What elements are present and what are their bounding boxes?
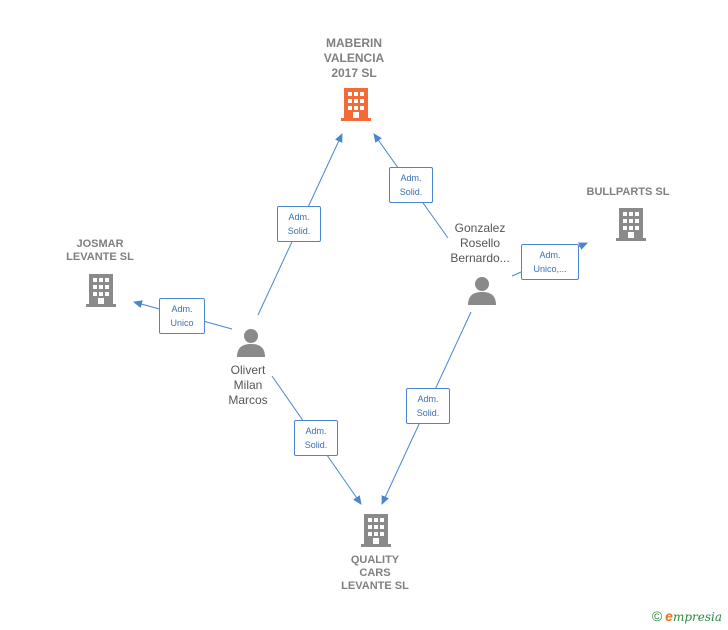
company-label-bullparts[interactable]: BULLPARTS SL [586,186,670,198]
footer-brand[interactable]: © empresia [652,608,722,624]
person-icon[interactable] [236,327,266,357]
brand-name: mpresia [672,610,722,624]
company-label-josmar[interactable]: JOSMAR LEVANTE SL [66,238,134,263]
building-icon[interactable] [340,86,372,122]
person-icon[interactable] [467,275,497,305]
role-box-olivert-quality[interactable]: Adm. Solid. [294,420,338,456]
copyright-symbol: © [651,608,663,624]
role-box-olivert-josmar[interactable]: Adm. Unico [159,298,205,334]
role-box-olivert-maberin[interactable]: Adm. Solid. [277,206,321,242]
company-label-maberin[interactable]: MABERIN VALENCIA 2017 SL [323,36,385,80]
role-box-gonzalez-quality[interactable]: Adm. Solid. [406,388,450,424]
person-label-olivert[interactable]: Olivert Milan Marcos [228,363,268,407]
role-box-gonzalez-bullparts[interactable]: Adm. Unico,... [521,244,579,280]
brand-logo: empresia [665,608,722,624]
building-icon[interactable] [85,272,117,308]
building-icon[interactable] [360,512,392,548]
person-label-gonzalez[interactable]: Gonzalez Rosello Bernardo... [450,221,510,265]
role-box-gonzalez-maberin[interactable]: Adm. Solid. [389,167,433,203]
company-label-quality[interactable]: QUALITY CARS LEVANTE SL [341,554,409,592]
building-icon[interactable] [615,206,647,242]
brand-initial: e [665,608,673,624]
